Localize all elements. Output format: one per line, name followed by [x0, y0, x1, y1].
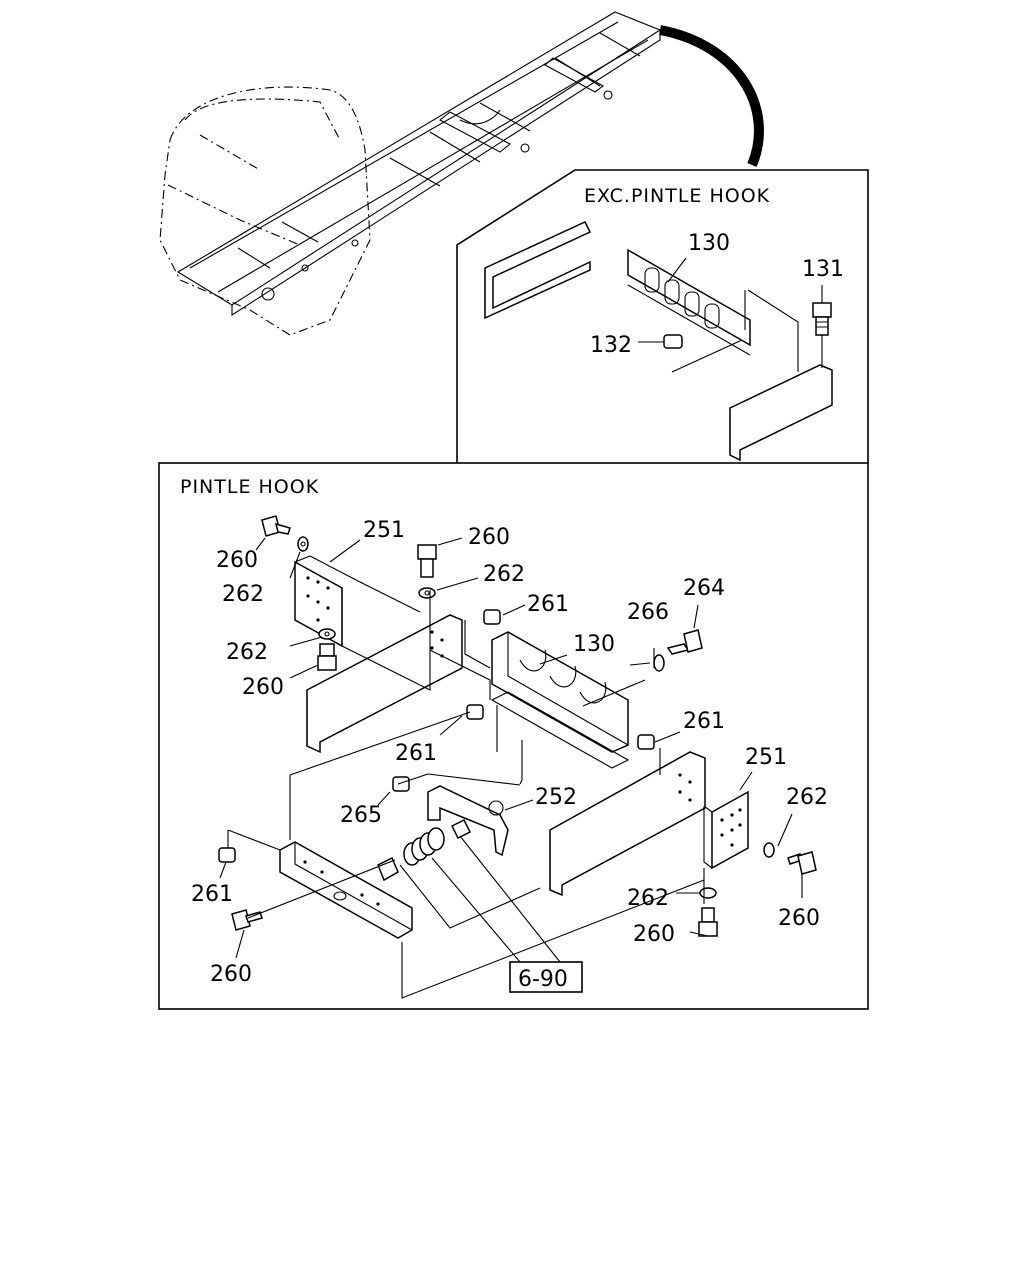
washer-262-icon — [418, 587, 436, 599]
bolt-260-icon — [787, 851, 817, 875]
hook-bracket-252 — [427, 785, 509, 857]
nut-261-icon — [218, 847, 236, 863]
bolt-131-icon — [812, 302, 832, 336]
cross-member-130-exc — [627, 248, 751, 356]
frame-rail-left-exc — [484, 221, 592, 320]
cross-member-130 — [490, 631, 630, 769]
callout-260-b: 260 — [468, 525, 510, 550]
reference-6-90: 6-90 — [518, 967, 568, 992]
callout-266: 266 — [627, 600, 669, 625]
callout-261-c: 261 — [683, 709, 725, 734]
callout-251-top: 251 — [363, 518, 405, 543]
pintle-spring-assembly — [377, 818, 472, 882]
bolt-260-icon — [317, 643, 337, 671]
pintle-mounting-plate — [279, 841, 413, 939]
washer-262-icon — [297, 536, 309, 552]
exc-pintle-hook-panel: EXC.PINTLE HOOK — [456, 169, 869, 463]
callout-262-e: 262 — [627, 886, 669, 911]
washer-262-icon — [763, 842, 775, 858]
washer-262-icon — [318, 628, 336, 640]
nut-261-icon — [637, 734, 655, 750]
callout-261-a: 261 — [527, 592, 569, 617]
callout-252: 252 — [535, 785, 577, 810]
callout-130: 130 — [573, 632, 615, 657]
callout-261-d: 261 — [191, 882, 233, 907]
nut-261-icon — [483, 609, 501, 625]
bolt-260-icon — [261, 515, 291, 537]
bolt-260-icon — [698, 907, 718, 937]
callout-264: 264 — [683, 576, 725, 601]
callout-262-c: 262 — [226, 640, 268, 665]
nut-132-icon — [663, 334, 683, 349]
pintle-hook-title: PINTLE HOOK — [180, 476, 319, 498]
callout-261-b: 261 — [395, 741, 437, 766]
washer-262-icon — [699, 887, 717, 899]
bolt-260-icon — [417, 544, 437, 578]
frame-rail-right — [549, 751, 706, 897]
pintle-hook-panel: PINTLE HOOK — [158, 462, 869, 1010]
nut-265-icon — [392, 776, 410, 792]
truck-chassis-illustration — [159, 11, 764, 336]
callout-260-d: 260 — [210, 962, 252, 987]
callout-260-c: 260 — [242, 675, 284, 700]
bracket-251-right — [703, 790, 749, 870]
callout-260-e: 260 — [778, 906, 820, 931]
callout-130-exc: 130 — [688, 231, 730, 256]
frame-rail-right-exc — [729, 364, 833, 462]
callout-262-d: 262 — [786, 785, 828, 810]
bolt-260-icon — [231, 909, 263, 931]
callout-260-f: 260 — [633, 922, 675, 947]
callout-262-a: 262 — [222, 582, 264, 607]
callout-132-exc: 132 — [590, 333, 632, 358]
callout-262-b: 262 — [483, 562, 525, 587]
callout-265: 265 — [340, 803, 382, 828]
callout-260-a: 260 — [216, 548, 258, 573]
nut-261-icon — [466, 704, 484, 720]
exc-pintle-hook-title: EXC.PINTLE HOOK — [584, 185, 770, 207]
frame-rail-left — [306, 614, 463, 754]
bolt-264-icon — [666, 629, 703, 655]
washer-266-icon — [653, 654, 665, 672]
reference-box-6-90: 6-90 — [509, 961, 583, 993]
callout-251-right: 251 — [745, 745, 787, 770]
callout-131-exc: 131 — [802, 257, 844, 282]
